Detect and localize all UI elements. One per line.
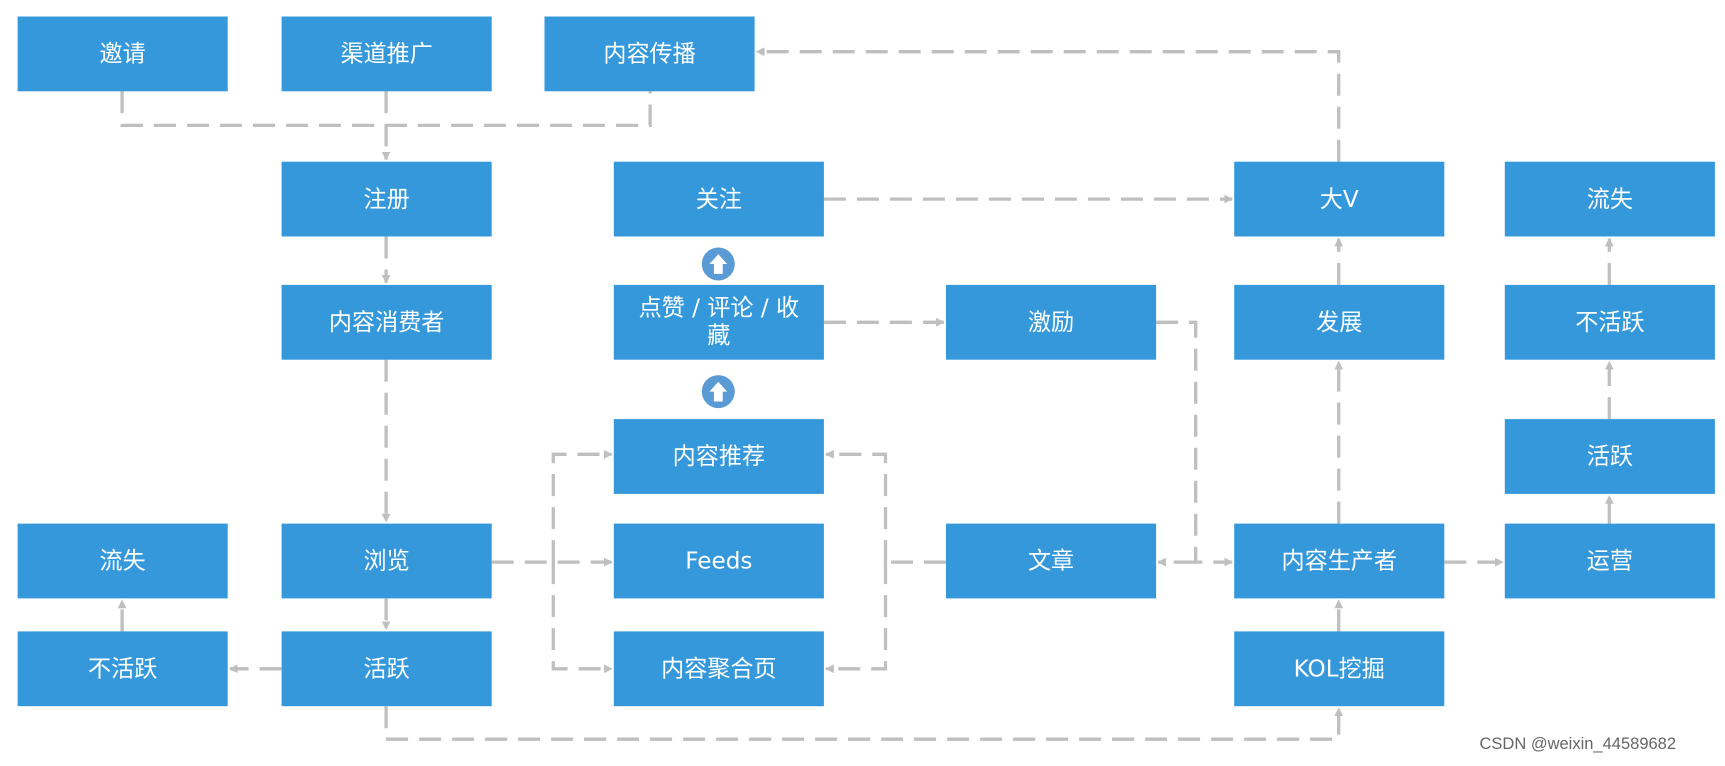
node-browse: 浏览 <box>281 523 492 599</box>
edge-active-kol <box>384 706 1344 741</box>
edge-article-aggregate <box>825 562 888 674</box>
node-recommend: 内容推荐 <box>613 419 824 494</box>
edge-article-recommend <box>825 449 888 563</box>
edge-bigv-spread <box>755 47 1341 162</box>
node-channel: 渠道推广 <box>281 16 492 92</box>
node-active-left: 活跃 <box>281 631 492 707</box>
node-consumer: 内容消费者 <box>281 284 492 360</box>
edge-branch-aggregate <box>551 562 613 674</box>
edge-incentive-producer <box>1156 320 1234 567</box>
up-arrow-icon <box>701 375 735 409</box>
node-inactive-left: 不活跃 <box>17 631 228 707</box>
node-producer: 内容生产者 <box>1234 523 1445 599</box>
node-operation: 运营 <box>1504 523 1715 599</box>
node-article: 文章 <box>946 523 1157 599</box>
node-develop: 发展 <box>1234 284 1445 360</box>
node-content-spread: 内容传播 <box>544 16 755 92</box>
edge-branch-recommend <box>551 449 613 563</box>
watermark: CSDN @weixin_44589682 <box>1479 734 1677 754</box>
node-incentive: 激励 <box>946 284 1157 360</box>
node-invite: 邀请 <box>17 16 228 92</box>
node-aggregate: 内容聚合页 <box>613 631 824 707</box>
node-churn-right: 流失 <box>1504 161 1715 237</box>
node-register: 注册 <box>281 161 492 237</box>
node-inactive-right: 不活跃 <box>1504 284 1715 360</box>
node-churn-left: 流失 <box>17 523 228 599</box>
node-like-comment-fav: 点赞 / 评论 / 收藏 <box>613 284 824 360</box>
node-active-right: 活跃 <box>1504 419 1715 494</box>
node-kol: KOL挖掘 <box>1234 631 1445 707</box>
node-feeds: Feeds <box>613 523 824 599</box>
node-big-v: 大V <box>1234 161 1445 237</box>
node-follow: 关注 <box>613 161 824 237</box>
up-arrow-icon <box>701 247 735 281</box>
